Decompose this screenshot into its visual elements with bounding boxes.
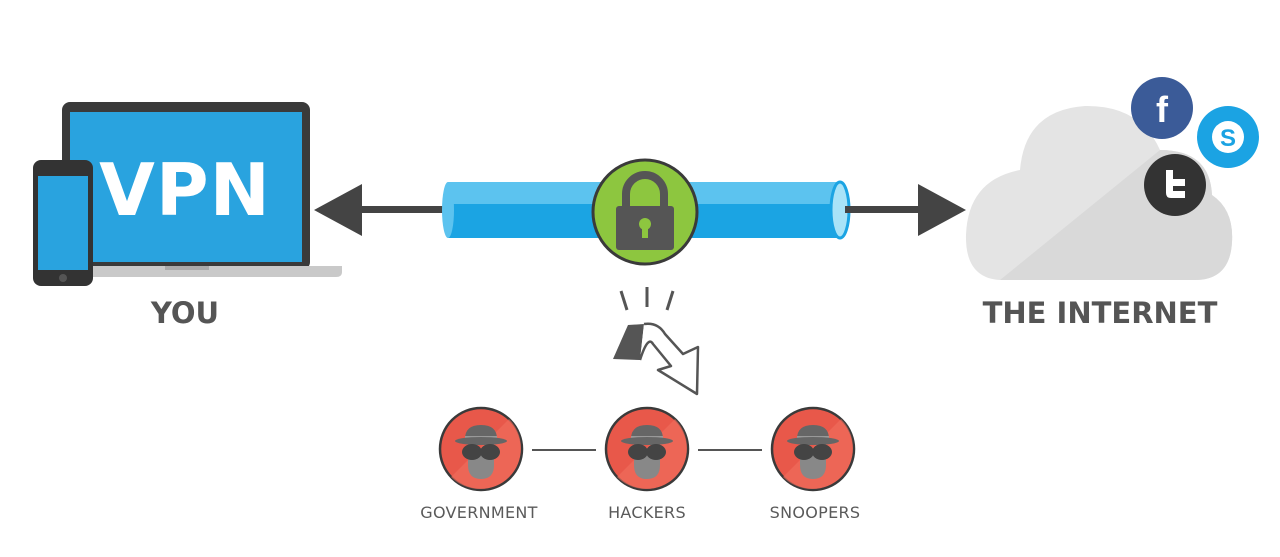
facebook-icon: f xyxy=(1131,77,1193,139)
internet-label: THE INTERNET xyxy=(982,296,1218,330)
spy-icon-government xyxy=(438,406,524,492)
phone-icon xyxy=(33,160,93,286)
alert-rays-icon xyxy=(619,287,675,311)
skype-icon: S xyxy=(1197,106,1259,168)
svg-text:S: S xyxy=(1220,125,1236,152)
threat-label-hackers: HACKERS xyxy=(608,503,686,522)
twitter-icon xyxy=(1144,154,1206,216)
spy-icon-hackers xyxy=(604,406,690,492)
svg-text:f: f xyxy=(1156,89,1169,130)
laptop-icon xyxy=(52,102,342,277)
threat-label-snoopers: SNOOPERS xyxy=(769,503,861,522)
arrow-right-icon xyxy=(845,184,966,236)
arrow-left-icon xyxy=(314,184,450,236)
spy-icon-snoopers xyxy=(770,406,856,492)
lock-icon xyxy=(591,158,699,266)
intercept-arrow-icon xyxy=(613,322,700,396)
you-label: YOU xyxy=(150,296,220,330)
vpn-screen-text: VPN xyxy=(99,148,271,232)
threat-label-government: GOVERNMENT xyxy=(420,503,538,522)
